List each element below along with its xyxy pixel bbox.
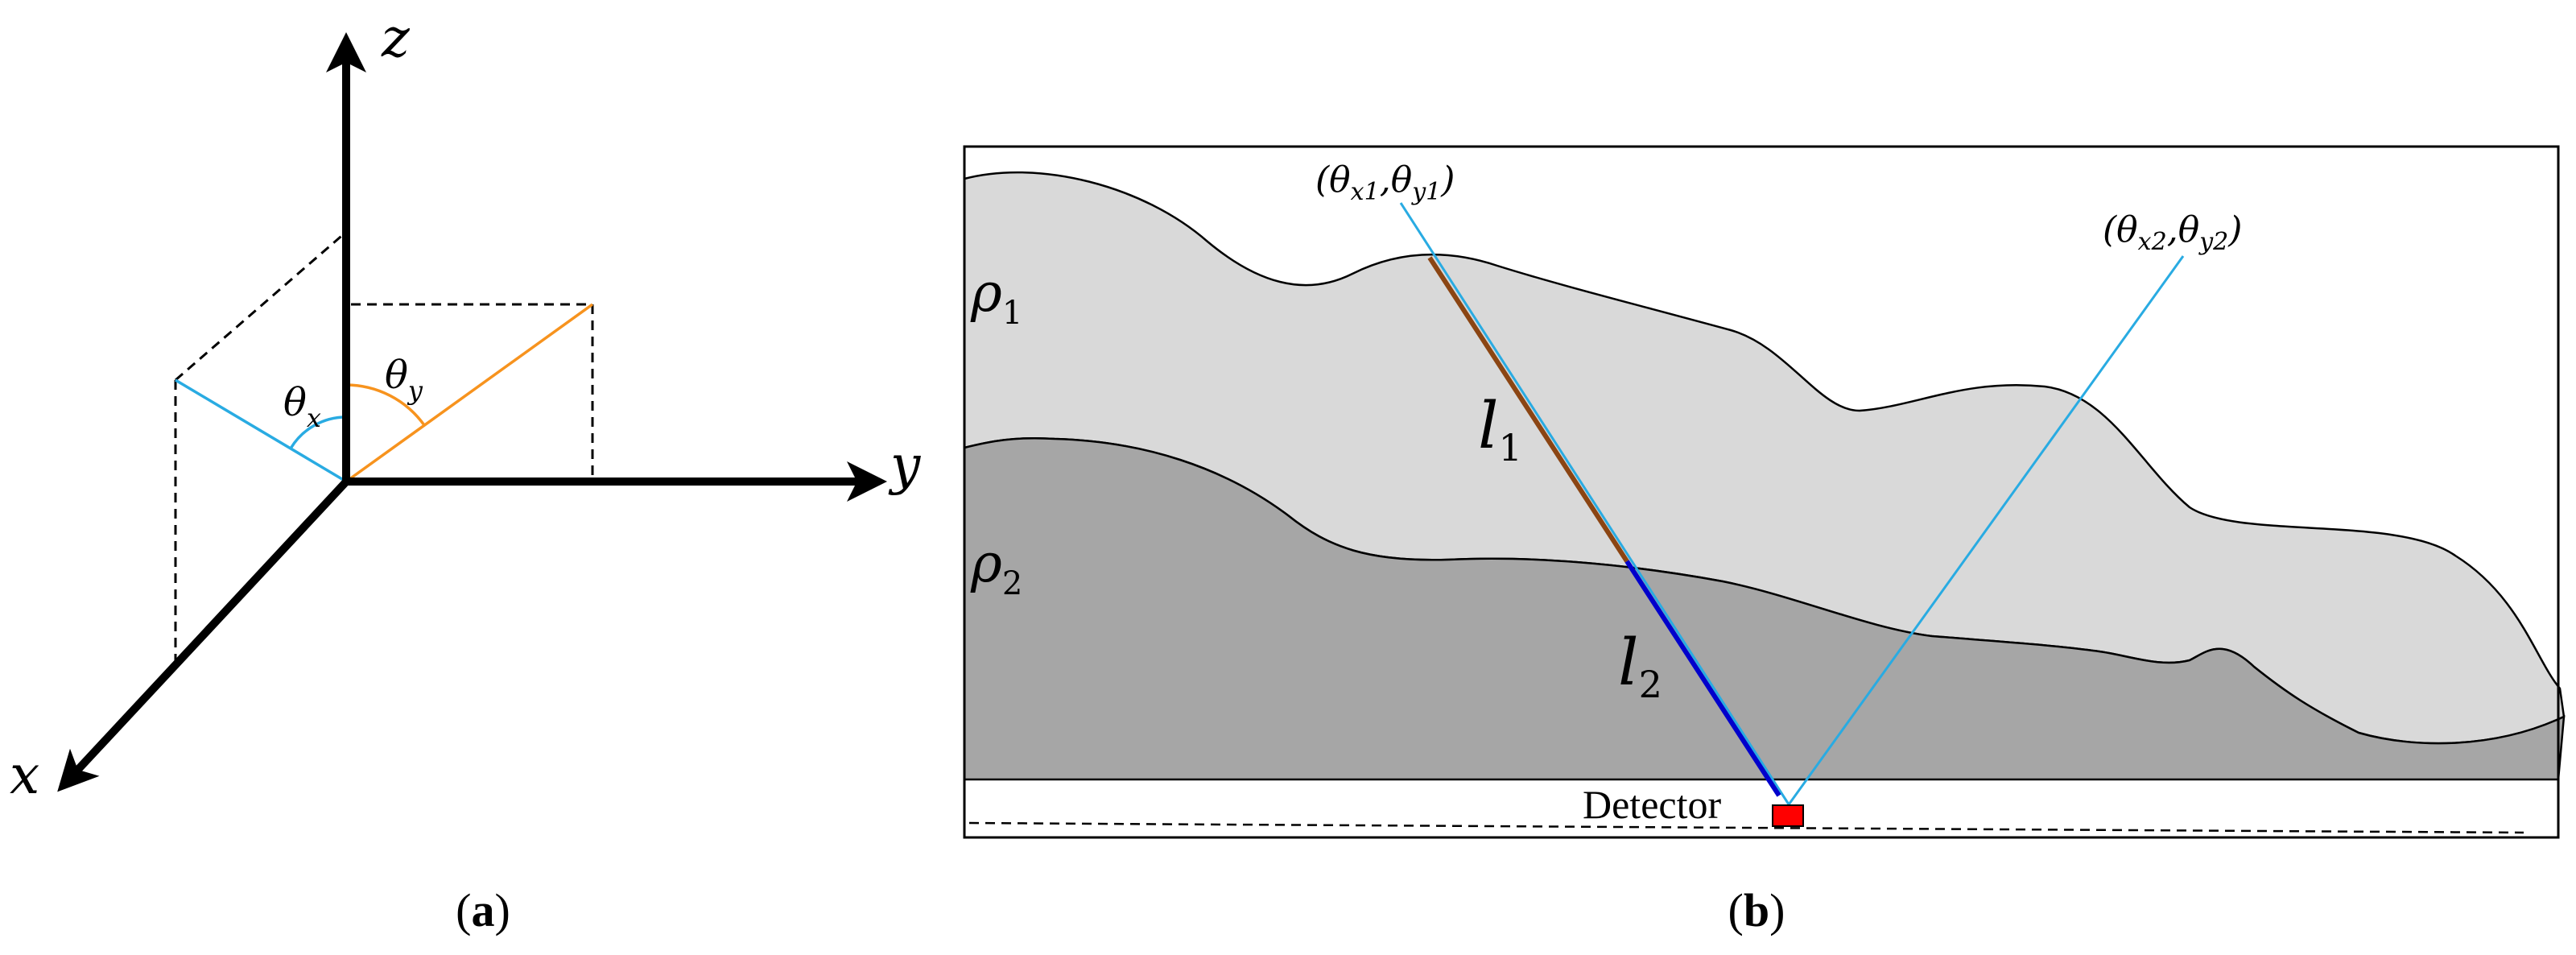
l2-label: l2 xyxy=(1618,625,1662,706)
z-axis-label: z xyxy=(381,7,411,69)
detector-label: Detector xyxy=(1583,782,1721,827)
panel-b-frame xyxy=(963,145,2560,839)
ray-1 xyxy=(1399,202,1792,808)
panel-b: ρ1 ρ2 l1 l2 (θx1,θy1) (θx2,θy2) Detector… xyxy=(963,145,2566,936)
detector-icon xyxy=(1772,804,1804,827)
ray-2 xyxy=(1785,255,2185,808)
x-axis-label: x xyxy=(10,744,39,806)
detector-baseline xyxy=(968,821,2524,834)
theta-y-label: θy xyxy=(385,353,423,406)
angle-pair-1-label: (θx1,θy1) xyxy=(1315,159,1455,206)
path-segment-l1 xyxy=(1427,256,1629,563)
y-axis-label: y xyxy=(888,434,921,496)
rho-1-label: ρ1 xyxy=(970,262,1022,332)
x-axis xyxy=(57,476,352,792)
caption-a: (a) xyxy=(456,884,510,936)
panel-a: z y x θx θy (a) xyxy=(10,7,921,936)
projection-line-x xyxy=(175,378,347,483)
angle-arc-y xyxy=(345,383,426,427)
theta-x-label: θx xyxy=(283,380,321,433)
projection-line-y xyxy=(345,303,594,483)
angle-pair-2-label: (θx2,θy2) xyxy=(2103,209,2242,256)
layer-2-region xyxy=(963,436,2566,781)
caption-b: (b) xyxy=(1728,884,1785,936)
rho-2-label: ρ2 xyxy=(970,532,1022,602)
path-segment-l2 xyxy=(1624,560,1781,797)
l1-label: l1 xyxy=(1478,388,1522,469)
angle-arc-x xyxy=(289,415,347,449)
